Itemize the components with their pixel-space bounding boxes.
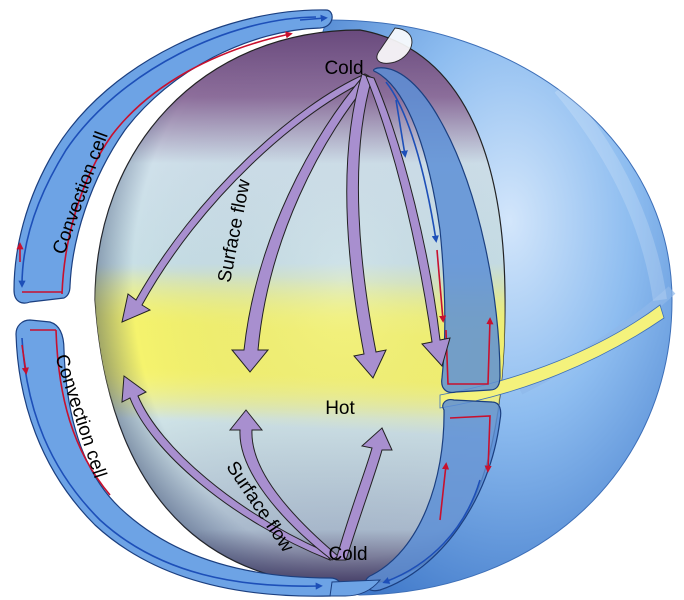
convection-cell-lower-right (364, 399, 502, 592)
hot-label: Hot (325, 398, 355, 419)
top-opening (376, 27, 413, 64)
convection-cell-upper-left (13, 9, 333, 304)
convection-cell-lower-left (15, 319, 342, 597)
bottom-shell-lip (329, 579, 382, 597)
cold-bottom-label: Cold (328, 544, 367, 565)
cold-top-label: Cold (324, 58, 363, 79)
surface-flow-arrows-north (121, 73, 451, 379)
convection-cell-upper-right (373, 67, 501, 394)
surface-flow-arrows-south (121, 375, 393, 561)
